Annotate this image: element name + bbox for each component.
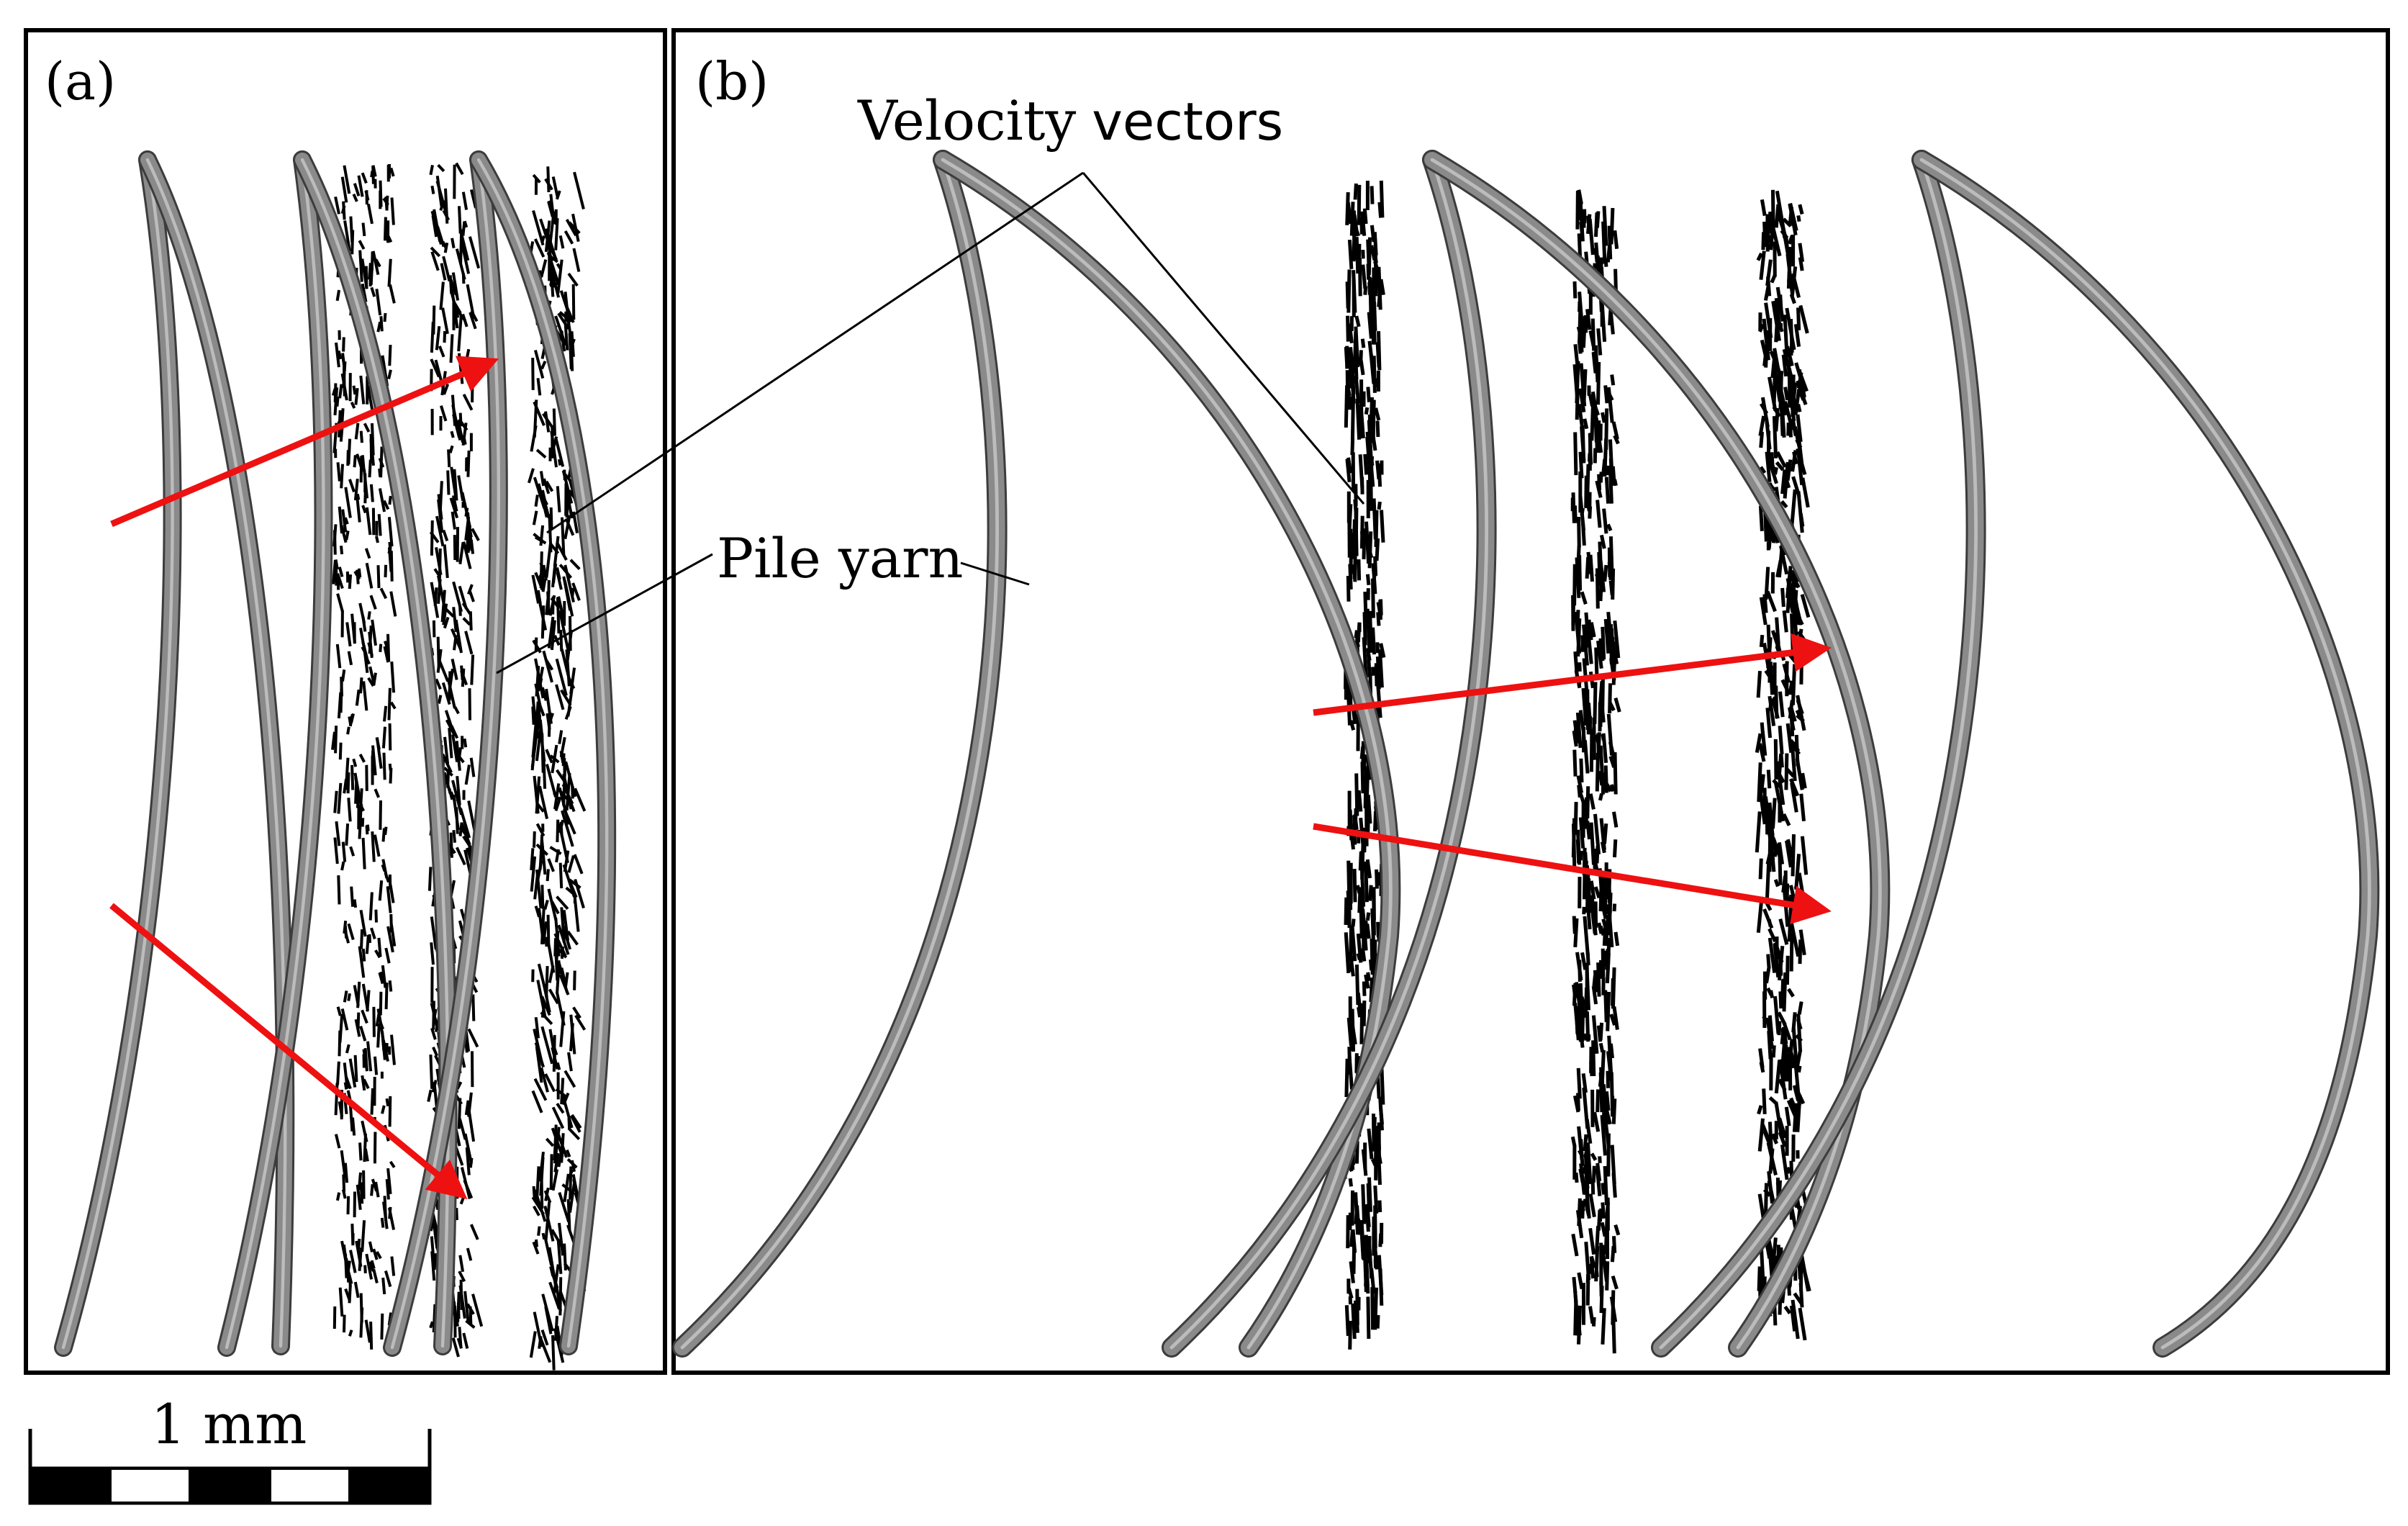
pile-yarns-panel-a xyxy=(54,150,617,1357)
leader-pile-yarn-b xyxy=(960,561,1030,586)
pile-yarn-label: Pile yarn xyxy=(717,526,963,590)
scale-bar-segment-2 xyxy=(109,1467,191,1504)
flow-arrows xyxy=(109,356,1832,1200)
scale-bar-segment-3 xyxy=(189,1467,271,1504)
velocity-vectors-panel-b xyxy=(1343,180,1811,1354)
scale-bar-segment-4 xyxy=(268,1467,351,1504)
scale-bar-segments xyxy=(29,1467,431,1504)
flow-arrow-b-upper xyxy=(1313,633,1832,716)
pile-yarn-b-5 xyxy=(1651,150,1986,1358)
pile-yarn-a-3 xyxy=(217,150,333,1357)
pile-yarns-panel-b xyxy=(672,150,2380,1358)
velocity-word: Velocity xyxy=(857,89,1076,153)
pile-yarn-b-1 xyxy=(672,150,1008,1358)
velocity-vectors-label: Velocity vectors xyxy=(857,89,1283,153)
scale-bar-segment-1 xyxy=(29,1467,112,1504)
pile-yarn-b-4 xyxy=(1422,150,1891,1358)
panel-a-label: (a) xyxy=(45,51,116,112)
leader-lines xyxy=(496,171,1365,674)
panel-a-frame xyxy=(24,28,667,1375)
scale-bar-segment-5 xyxy=(348,1467,431,1504)
flow-arrow-a-upper xyxy=(110,356,499,528)
pile-yarn-b-2 xyxy=(933,150,1401,1358)
flow-arrow-a-lower xyxy=(109,903,468,1200)
pile-yarn-a-5 xyxy=(383,150,508,1357)
leader-velocity-b xyxy=(1082,172,1365,505)
scale-bar: 1 mm xyxy=(28,1392,432,1505)
leader-velocity-a xyxy=(546,171,1084,534)
panel-b-frame xyxy=(671,28,2390,1375)
pile-yarn-b-6 xyxy=(1911,150,2380,1358)
flow-arrow-b-lower xyxy=(1313,823,1832,924)
scale-bar-label: 1 mm xyxy=(151,1392,307,1456)
panel-b-label: (b) xyxy=(695,51,769,112)
vector-column-b-1 xyxy=(1343,180,1386,1350)
pile-yarn-a-1 xyxy=(54,150,182,1357)
vectors-word: vectors xyxy=(1092,91,1283,152)
leader-pile-yarn-a xyxy=(496,553,713,674)
pile-yarn-a-6 xyxy=(469,150,617,1355)
pile-yarn-b-3 xyxy=(1162,150,1497,1358)
vector-column-b-2 xyxy=(1570,189,1621,1354)
